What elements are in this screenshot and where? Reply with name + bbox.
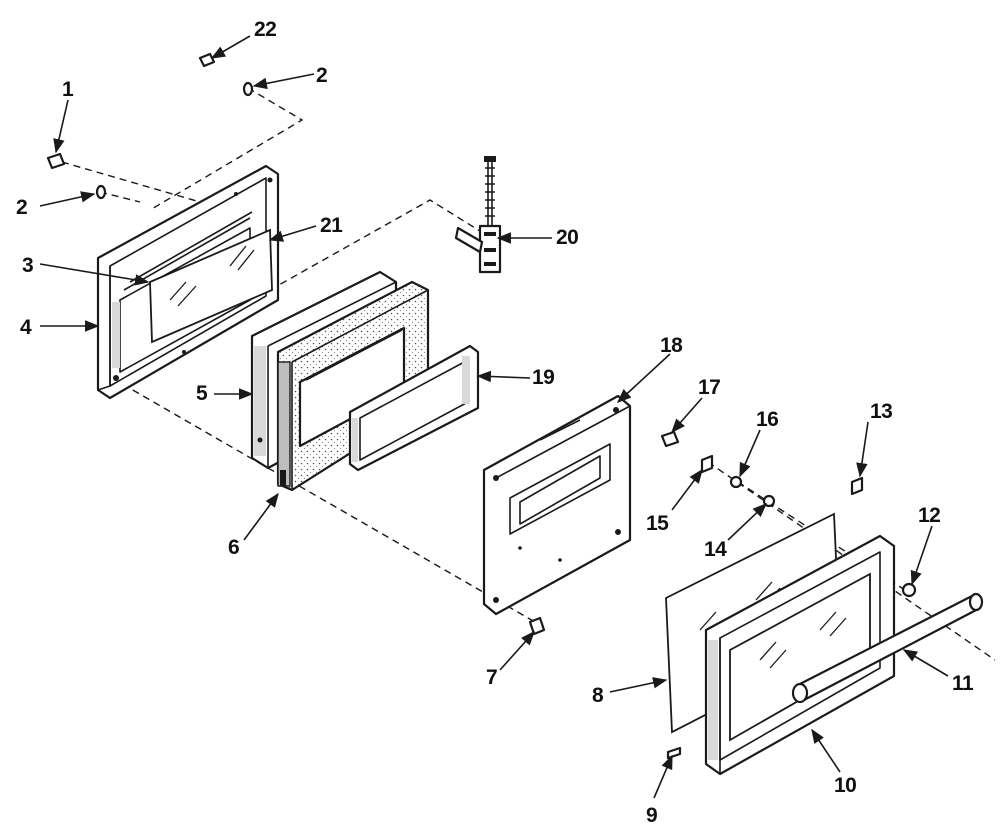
callout-11: 11 [952, 672, 974, 695]
door-hinge [454, 156, 502, 274]
callout-labels: 22 2 1 2 3 4 21 20 5 19 6 18 17 16 13 12… [16, 18, 975, 827]
callout-19: 19 [532, 366, 554, 389]
callout-17: 17 [698, 376, 720, 399]
inner-door-panel [276, 280, 430, 492]
hardware [46, 52, 917, 760]
callout-16: 16 [756, 408, 778, 431]
callout-12: 12 [918, 504, 940, 527]
callout-2-top: 2 [316, 64, 327, 87]
callout-5: 5 [196, 382, 208, 405]
callout-14: 14 [704, 538, 727, 561]
callout-1: 1 [62, 78, 74, 101]
callout-7: 7 [486, 666, 497, 689]
callout-13: 13 [870, 400, 892, 423]
callout-4: 4 [20, 316, 32, 339]
callout-9: 9 [646, 804, 657, 827]
callout-leaders [39, 35, 949, 799]
door-handle [791, 592, 984, 704]
callout-20: 20 [556, 226, 578, 249]
inner-glass [149, 228, 273, 344]
callout-21: 21 [320, 214, 343, 237]
callout-3: 3 [22, 254, 33, 277]
callout-15: 15 [646, 512, 669, 535]
callout-22: 22 [254, 18, 276, 41]
window-frame [348, 344, 480, 472]
callout-8: 8 [592, 684, 604, 707]
callout-6: 6 [228, 536, 239, 559]
callout-10: 10 [834, 774, 856, 797]
support-plate [482, 394, 632, 616]
callout-2-left: 2 [16, 196, 27, 219]
callout-18: 18 [660, 334, 683, 357]
